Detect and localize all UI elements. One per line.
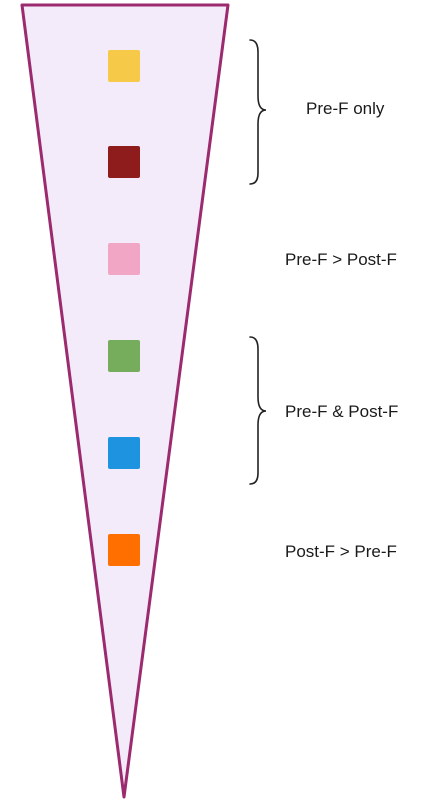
marker-yellow [108,50,140,82]
label-pre-f-only: Pre-F only [306,99,385,118]
funnel-triangle [20,3,230,799]
marker-pink [108,243,140,275]
label-pre-f-gt-post-f: Pre-F > Post-F [285,250,397,269]
marker-blue [108,437,140,469]
bracket-pre-f-and-post-f [249,336,267,485]
marker-orange [108,534,140,566]
label-post-f-gt-pre-f: Post-F > Pre-F [285,542,397,561]
marker-green [108,340,140,372]
marker-dark-red [108,146,140,178]
bracket-pre-f-only [249,39,267,185]
label-pre-f-and-post-f: Pre-F & Post-F [285,402,398,421]
